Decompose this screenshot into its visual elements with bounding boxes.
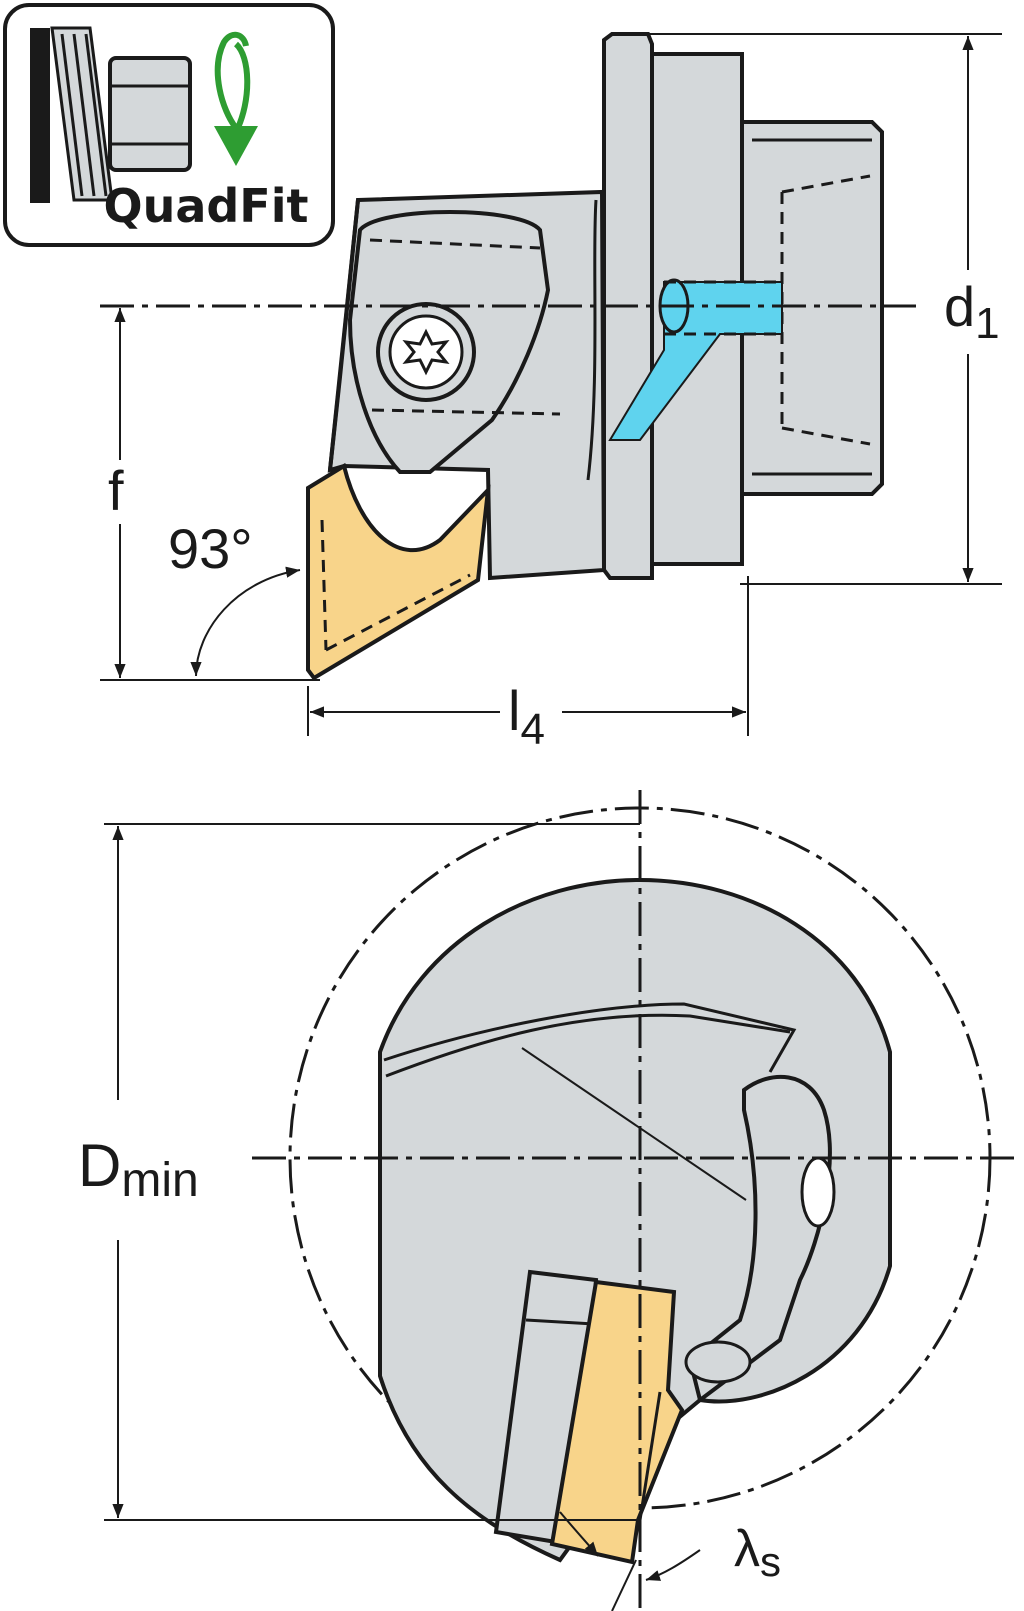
dim-lambda-s: λs	[559, 1511, 781, 1585]
d1-subscript: 1	[975, 299, 999, 348]
f-symbol: f	[108, 459, 124, 522]
lambda-subscript: s	[760, 1538, 781, 1585]
l4-subscript: 4	[520, 705, 544, 754]
svg-text:λs: λs	[734, 1520, 781, 1585]
dim-angle: 93°	[168, 517, 301, 677]
dmin-symbol: D	[78, 1132, 121, 1199]
angle-label: 93°	[168, 517, 253, 580]
insert	[306, 462, 491, 681]
dmin-subscript: min	[121, 1154, 198, 1207]
side-view	[100, 32, 916, 681]
front-clamp	[687, 1075, 832, 1404]
svg-text:l4: l4	[508, 679, 545, 754]
front-body	[378, 877, 892, 1563]
l4-symbol: l	[508, 679, 520, 742]
dim-f: f	[100, 308, 320, 681]
front-insert	[549, 1279, 685, 1565]
svg-text:d1: d1	[944, 275, 1000, 348]
coolant-channel	[608, 281, 783, 441]
svg-text:Dmin: Dmin	[78, 1132, 199, 1207]
quadfit-label: QuadFit	[103, 179, 308, 233]
clamp-screw	[376, 302, 476, 402]
quadfit-badge: QuadFit	[3, 3, 335, 247]
front-view	[252, 790, 1022, 1611]
dim-d1: d1	[648, 33, 1010, 585]
torx-icon	[402, 328, 450, 376]
d1-symbol: d	[944, 275, 975, 338]
dim-dmin: Dmin	[76, 823, 640, 1521]
lambda-symbol: λ	[734, 1520, 760, 1578]
quadfit-icon	[30, 26, 192, 203]
shank	[740, 120, 884, 496]
dim-l4: l4	[307, 576, 749, 754]
rotate-arrow-icon	[214, 31, 258, 166]
